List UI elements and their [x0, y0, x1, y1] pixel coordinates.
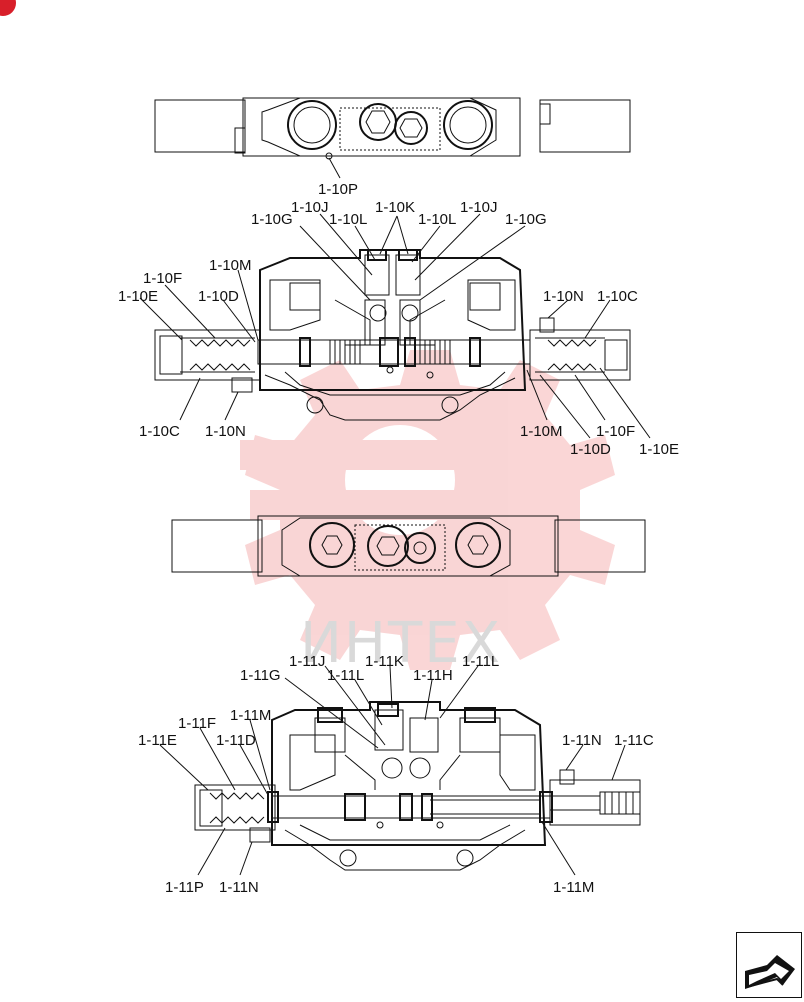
label-1-10D-bottom: 1-10D — [570, 441, 611, 458]
label-1-11L-right: 1-11L — [462, 653, 499, 670]
corner-badge — [0, 0, 16, 16]
label-1-10J-right: 1-10J — [460, 199, 498, 216]
label-1-11L-left: 1-11L — [327, 667, 364, 684]
label-1-10K: 1-10K — [375, 199, 415, 216]
label-1-10M-top: 1-10M — [209, 257, 252, 274]
label-1-10M-bottom: 1-10M — [520, 423, 563, 440]
label-1-11K: 1-11K — [365, 653, 404, 670]
label-1-10L-right: 1-10L — [418, 211, 456, 228]
label-1-10E-top: 1-10E — [118, 288, 158, 305]
next-page-button[interactable] — [736, 932, 802, 998]
label-1-10N-bottom: 1-10N — [205, 423, 246, 440]
leader-1-10P — [328, 157, 341, 179]
label-1-10D-top: 1-10D — [198, 288, 239, 305]
label-1-10L-left: 1-10L — [329, 211, 367, 228]
label-1-11D: 1-11D — [216, 732, 256, 749]
label-1-10E-bottom: 1-10E — [639, 441, 679, 458]
watermark-text: ИНТЕХ — [300, 611, 502, 676]
label-1-10C-top: 1-10C — [597, 288, 638, 305]
label-1-10C-bottom: 1-10C — [139, 423, 180, 440]
top-view-2 — [171, 515, 646, 577]
leaders-section-1 — [139, 213, 651, 439]
label-1-11N-top: 1-11N — [562, 732, 602, 749]
label-1-11C: 1-11C — [614, 732, 654, 749]
label-1-10P: 1-10P — [318, 181, 358, 198]
label-1-11N-bottom: 1-11N — [219, 879, 259, 896]
label-1-10G-right: 1-10G — [505, 211, 547, 228]
section-view-2 — [194, 701, 641, 871]
leaders-section-2 — [159, 665, 626, 876]
label-1-10F-top: 1-10F — [143, 270, 182, 287]
label-1-11P: 1-11P — [165, 879, 204, 896]
section-view-1 — [154, 249, 631, 421]
label-1-11M-bottom: 1-11M — [553, 879, 594, 896]
label-1-11E: 1-11E — [138, 732, 177, 749]
label-1-11J: 1-11J — [289, 653, 325, 670]
next-page-arrow-icon — [745, 955, 795, 989]
label-1-11M-top: 1-11M — [230, 707, 271, 724]
label-1-10F-bottom: 1-10F — [596, 423, 635, 440]
label-1-10J-left: 1-10J — [291, 199, 329, 216]
top-view-1 — [154, 97, 631, 160]
label-1-11F: 1-11F — [178, 715, 216, 732]
label-1-10N-top: 1-10N — [543, 288, 584, 305]
label-1-11H: 1-11H — [413, 667, 453, 684]
label-1-10G-left: 1-10G — [251, 211, 293, 228]
label-1-11G: 1-11G — [240, 667, 281, 684]
watermark-gear-logo — [240, 350, 615, 670]
